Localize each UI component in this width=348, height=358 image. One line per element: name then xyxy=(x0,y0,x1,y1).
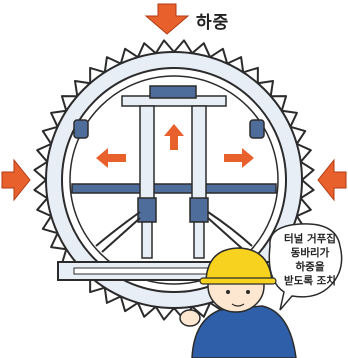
horizontal-beam xyxy=(71,183,277,194)
helmet-icon xyxy=(205,247,273,283)
right-arrow-icon xyxy=(224,148,254,168)
speech-bubble-text: 터널 거푸집 동바리가 하중을 받도록 조치 xyxy=(270,232,348,288)
speech-bubble xyxy=(268,223,343,311)
bubble-line-2: 동바리가 xyxy=(290,247,330,259)
left-outer-arrow-icon xyxy=(1,158,31,202)
down-arrow-icon xyxy=(144,3,190,35)
inner-steel-ring xyxy=(61,67,287,293)
up-arrow-icon xyxy=(164,124,184,150)
left-clamp xyxy=(73,119,89,139)
worker xyxy=(179,247,297,358)
bubble-line-4: 받도록 조치 xyxy=(284,275,336,287)
right-outer-arrow-icon xyxy=(317,158,347,202)
bubble-line-1: 터널 거푸집 xyxy=(284,233,336,245)
bubble-line-3: 하중을 xyxy=(295,261,325,273)
load-label: 하중 xyxy=(196,13,230,33)
left-arrow-icon xyxy=(96,148,126,168)
right-clamp xyxy=(249,119,265,139)
